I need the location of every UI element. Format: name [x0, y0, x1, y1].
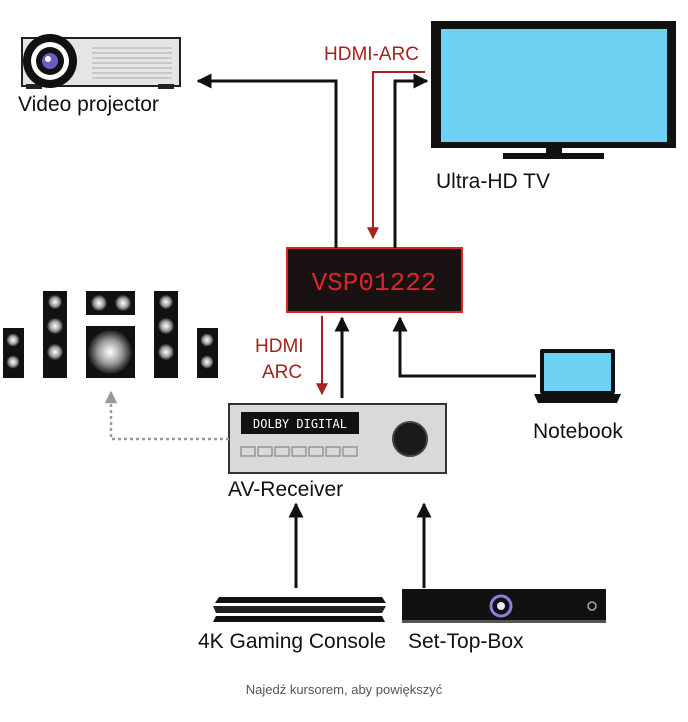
notebook-screen: [544, 353, 611, 391]
vsp01222-switch: VSP01222: [286, 247, 463, 313]
arrow-notebook-to-switch: [392, 316, 536, 378]
tv-stand: [503, 153, 604, 159]
notebook: Notebook: [533, 349, 623, 443]
receiver-display-text: DOLBY DIGITAL: [253, 417, 347, 431]
speaker-left-small: [3, 328, 24, 378]
video-projector: Video projector: [18, 34, 181, 116]
arc-label-left: ARC: [262, 362, 302, 383]
tv-screen: [441, 29, 667, 142]
notebook-base: [534, 394, 621, 403]
arc-arrow-tv-to-switch: [367, 71, 425, 240]
stb-label: Set-Top-Box: [408, 630, 524, 653]
arrow-switch-to-tv: [393, 73, 429, 248]
av-receiver: DOLBY DIGITAL AV-Receiver: [228, 403, 447, 501]
hdmi-label-left: HDMI: [255, 336, 304, 357]
switch-box: [286, 247, 463, 313]
volume-knob-icon: [392, 421, 428, 457]
receiver-display: [241, 412, 359, 434]
subwoofer: [86, 326, 135, 378]
gaming-console: 4K Gaming Console: [198, 597, 386, 653]
notebook-label: Notebook: [533, 420, 623, 443]
switch-label: VSP01222: [312, 268, 437, 298]
receiver-label: AV-Receiver: [228, 478, 343, 501]
tv-label: Ultra-HD TV: [436, 170, 550, 193]
arc-connections: [316, 71, 425, 396]
speaker-right-tower: [154, 291, 178, 378]
speaker-left-tower: [43, 291, 67, 378]
speaker-set: [3, 291, 218, 378]
arrow-switch-to-projector: [196, 73, 338, 248]
speaker-center: [86, 291, 135, 315]
console-label: 4K Gaming Console: [198, 630, 386, 653]
zoom-hint-caption: Najedź kursorem, aby powiększyć: [245, 682, 443, 697]
hdmi-arc-label-top: HDMI-ARC: [324, 44, 419, 65]
hdmi-connections: [196, 73, 536, 588]
projector-label: Video projector: [18, 93, 159, 116]
speaker-right-small: [197, 328, 218, 378]
arrow-receiver-to-speakers: [104, 390, 229, 441]
set-top-box: Set-Top-Box: [402, 589, 606, 653]
ultra-hd-tv: Ultra-HD TV: [431, 21, 676, 193]
receiver-buttons: [240, 446, 358, 457]
